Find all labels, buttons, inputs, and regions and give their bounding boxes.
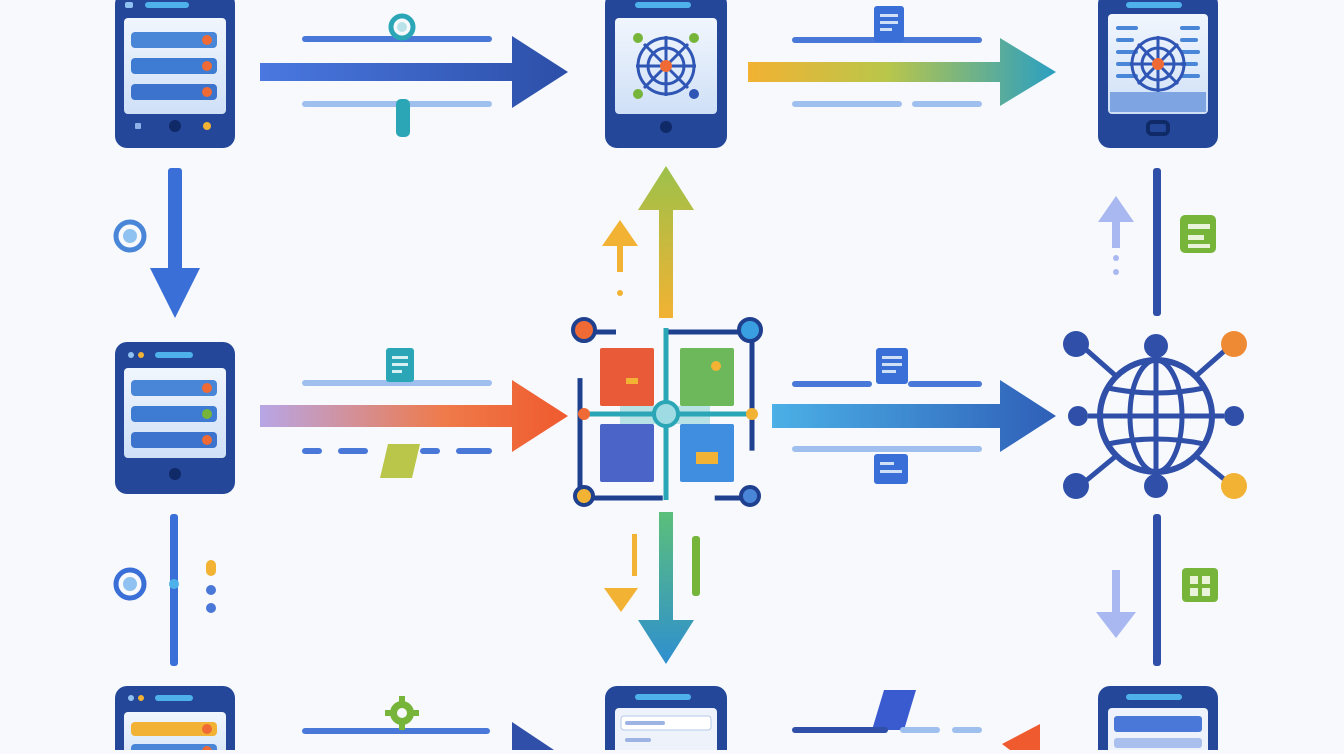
app-bottom-right[interactable] (1098, 686, 1218, 754)
edge-globe-to-top-right (1098, 168, 1216, 316)
dots-icon (206, 560, 216, 613)
document-icon (386, 348, 414, 382)
circle-node-icon (113, 219, 147, 253)
edge-top-center-to-top-right (748, 6, 1056, 107)
edge-hub-to-globe (772, 348, 1056, 484)
edge-hub-to-bottom-center (604, 512, 700, 664)
app-top-center[interactable] (605, 0, 727, 148)
app-mid-left[interactable] (115, 342, 235, 494)
small-down-arrow (604, 534, 638, 612)
circle-node-icon (113, 567, 147, 601)
document-icon (876, 348, 908, 384)
gear-icon (385, 696, 419, 730)
edge-mid-left-to-hub (260, 348, 568, 478)
document-icon (874, 6, 904, 42)
edge-top-left-to-top-center (260, 13, 568, 137)
central-hub[interactable] (571, 317, 763, 507)
edge-top-left-to-mid-left (113, 168, 200, 318)
app-bottom-left[interactable] (115, 686, 235, 754)
ticket-icon (1182, 568, 1218, 602)
edge-hub-to-top-center (602, 166, 694, 318)
network-wheel-icon (633, 33, 699, 99)
edge-bottom-left-to-bottom-center (302, 696, 554, 750)
document-icon (874, 454, 908, 484)
edge-mid-left-to-bottom-left (113, 514, 216, 666)
small-up-arrow (602, 220, 638, 296)
app-top-right[interactable] (1098, 0, 1218, 148)
edge-globe-to-bottom-right (1096, 514, 1218, 666)
globe-network[interactable] (1063, 331, 1247, 499)
network-wheel-icon (1130, 36, 1186, 92)
edge-bottom-center-to-bottom-right (792, 690, 1040, 750)
app-bottom-center[interactable] (605, 686, 727, 754)
ticket-icon (1180, 215, 1216, 253)
app-top-left[interactable] (115, 0, 235, 148)
